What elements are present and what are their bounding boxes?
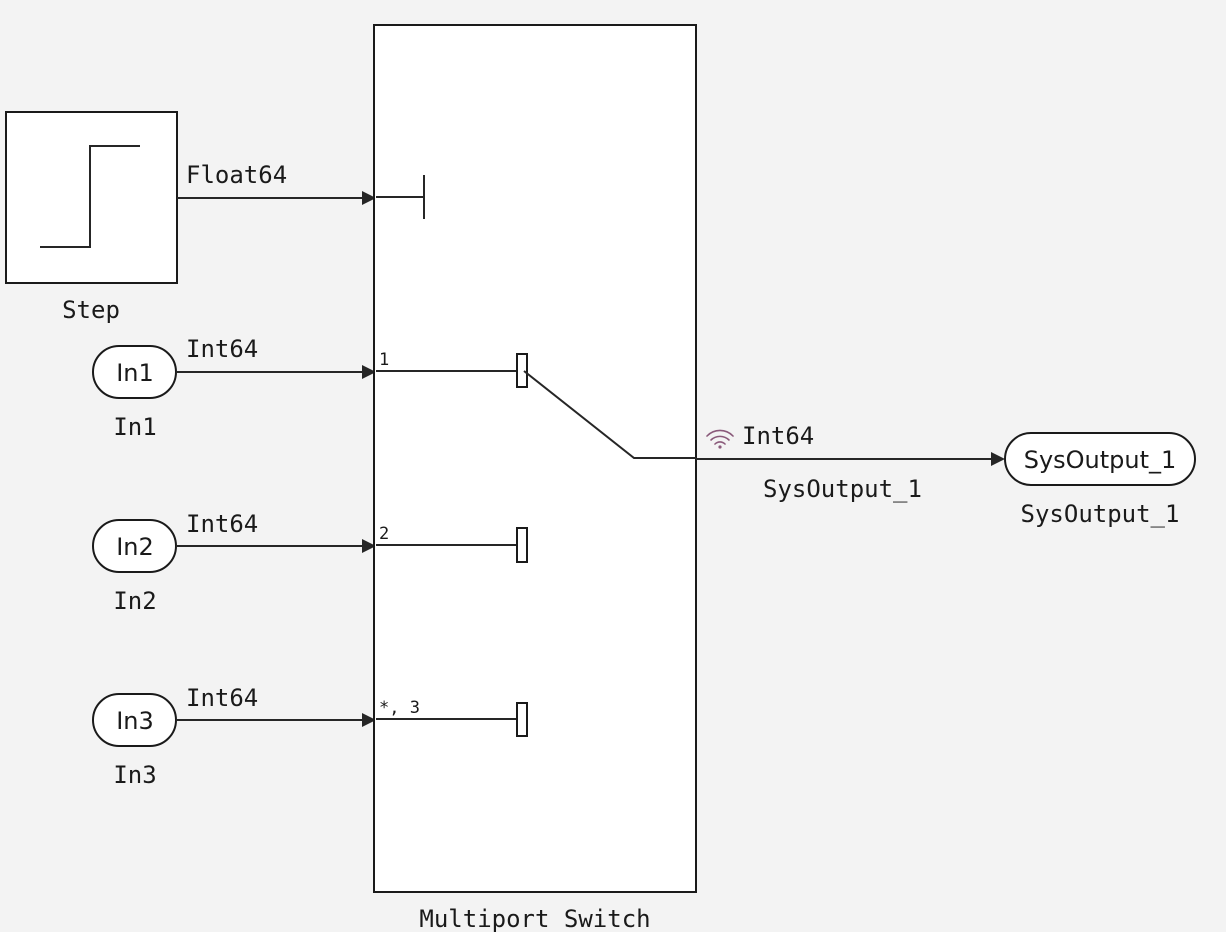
signal-line-in3[interactable] <box>176 713 376 727</box>
multiport-switch-name: Multiport Switch <box>419 905 650 932</box>
inport-in2-name: In2 <box>113 587 156 615</box>
signal-line-in2[interactable] <box>176 539 376 553</box>
step-block-name: Step <box>62 296 120 324</box>
signal-label-float64: Float64 <box>186 161 287 189</box>
port-label-2: 2 <box>379 524 389 544</box>
inport-in3-name: In3 <box>113 761 156 789</box>
inport-in2[interactable]: In2 <box>92 519 177 573</box>
outport-sysoutput-1[interactable]: SysOutput_1 <box>1004 432 1196 486</box>
inport-in1-name: In1 <box>113 413 156 441</box>
port-label-1: 1 <box>379 350 389 370</box>
switch-arm-icon <box>523 370 696 459</box>
inport-in2-label: In2 <box>116 533 154 561</box>
step-block[interactable] <box>5 111 178 284</box>
data-port-2-contact <box>516 527 528 563</box>
inport-in1[interactable]: In1 <box>92 345 177 399</box>
signal-line-output[interactable] <box>696 452 1005 466</box>
data-port-1-contact <box>516 353 528 388</box>
signal-label-in3: Int64 <box>186 684 258 712</box>
signal-label-in1: Int64 <box>186 335 258 363</box>
step-function-icon <box>40 145 140 248</box>
signal-line-step[interactable] <box>177 191 376 205</box>
multiport-switch-block[interactable]: 1 2 *, 3 <box>373 24 697 893</box>
port-label-3: *, 3 <box>379 698 420 718</box>
outport-sysoutput-1-label: SysOutput_1 <box>1024 446 1177 474</box>
data-port-3-contact <box>516 702 528 737</box>
inport-in1-label: In1 <box>116 359 154 387</box>
signal-label-output-type: Int64 <box>742 422 814 450</box>
outport-sysoutput-1-name: SysOutput_1 <box>1021 500 1180 528</box>
wireless-signal-icon <box>706 429 734 449</box>
signal-label-in2: Int64 <box>186 510 258 538</box>
inport-in3[interactable]: In3 <box>92 693 177 747</box>
control-port-icon <box>376 175 425 219</box>
inport-in3-label: In3 <box>116 707 154 735</box>
signal-label-output-name: SysOutput_1 <box>763 475 922 503</box>
signal-line-in1[interactable] <box>176 365 376 379</box>
